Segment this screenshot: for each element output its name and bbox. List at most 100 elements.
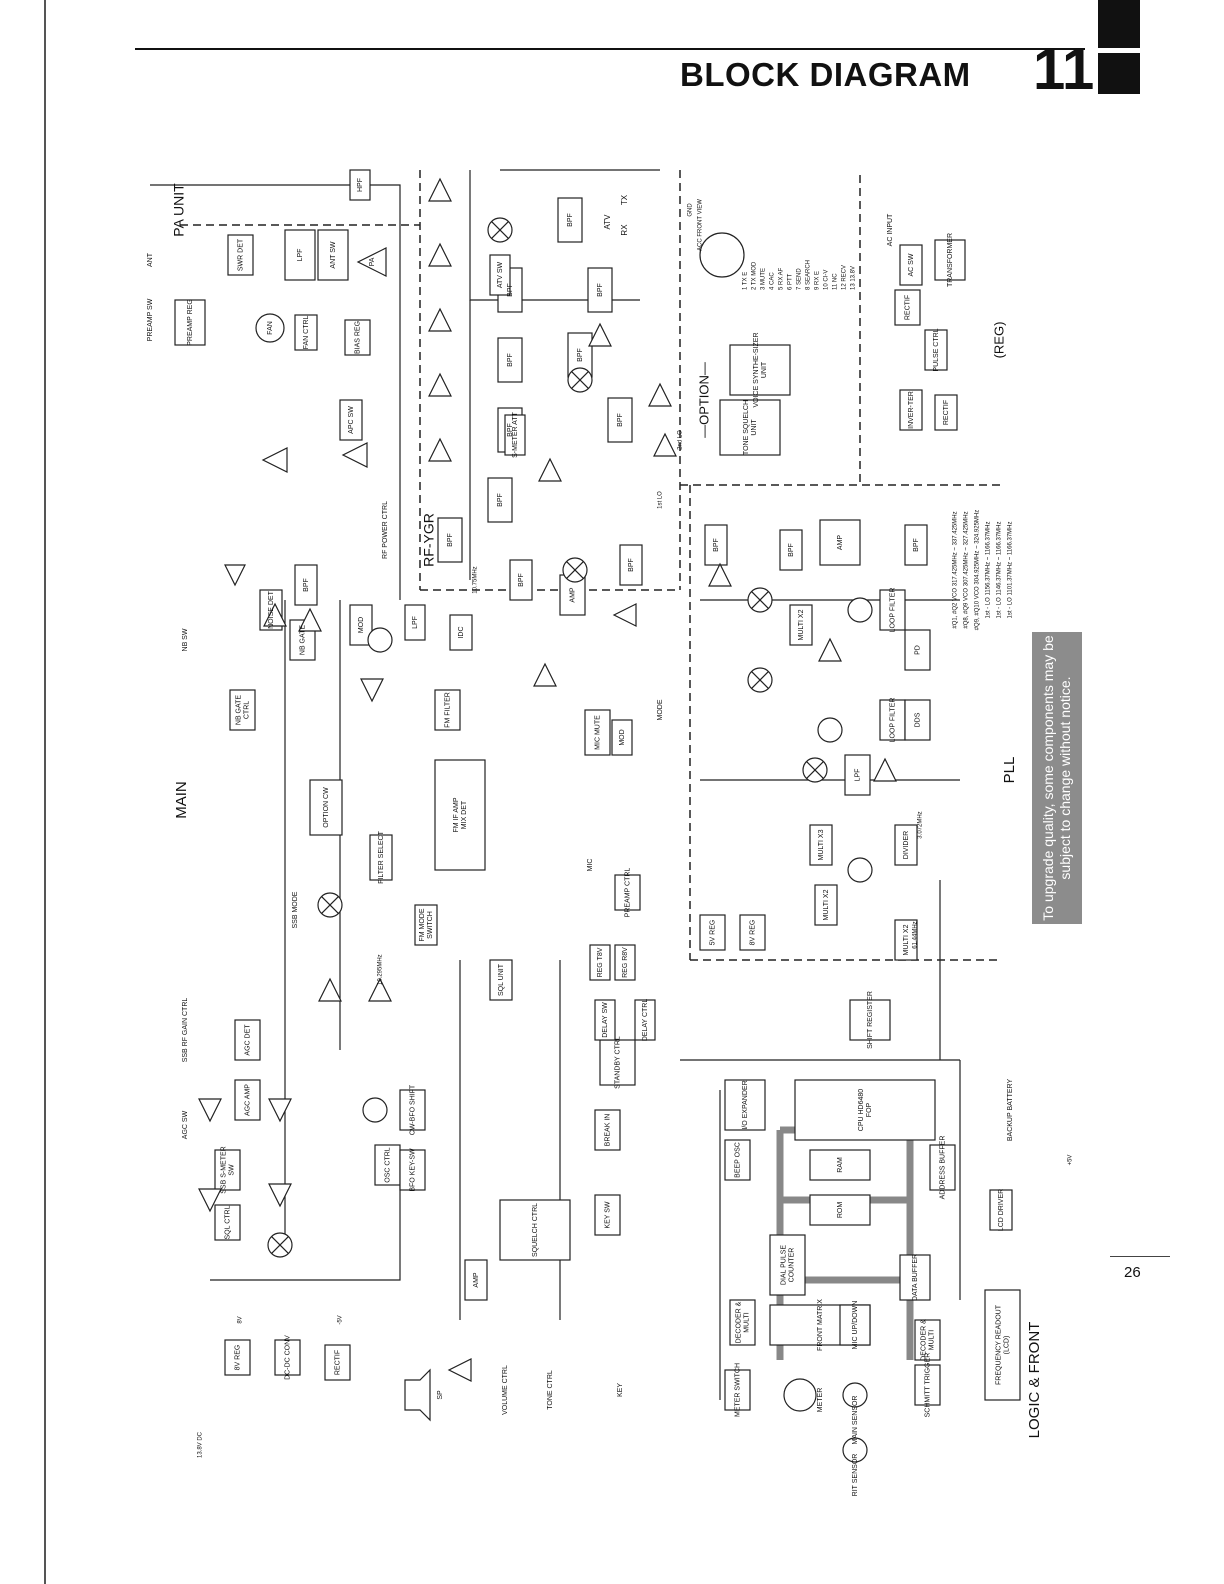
rom-block bbox=[809, 1194, 871, 1226]
io-expander-block-label: I/O EXPANDER bbox=[742, 1080, 749, 1129]
mic-mute-block-label: MIC MUTE bbox=[594, 715, 601, 750]
fan-ctrl-block-label: FAN CTRL bbox=[303, 315, 310, 349]
meter-switch-block bbox=[724, 1369, 751, 1411]
rf-amp-d bbox=[538, 457, 562, 482]
pd-block bbox=[904, 629, 931, 671]
delay-ctrl-block-label: DELAY CTRL bbox=[642, 999, 649, 1042]
shift-register-block-label: SHIFT REGISTER bbox=[867, 991, 874, 1049]
rf-tx-amp-3 bbox=[428, 372, 452, 397]
bias-reg-block-label: BIAS REG bbox=[354, 321, 361, 354]
freq-3072-label: 3.072MHz bbox=[918, 811, 924, 838]
sqls-amp-block-label: AMP bbox=[473, 1272, 480, 1288]
section-tab-gap bbox=[1098, 48, 1140, 53]
ram-block-label: RAM bbox=[837, 1157, 844, 1173]
sql-unit-block bbox=[489, 959, 513, 1001]
tone-squelch-block bbox=[719, 399, 781, 456]
preamp-ctrl-block-label: PREAMP CTRL bbox=[624, 868, 631, 918]
lcd-driver-block bbox=[989, 1189, 1013, 1231]
pll-table-row-1: #Q1, #Q2 VCO 317.425MHz ~ 337.425MHz bbox=[953, 511, 959, 628]
sqls-amp-block bbox=[464, 1259, 488, 1301]
divider-block bbox=[894, 824, 918, 866]
rf-bpf-2-label: BPF bbox=[507, 423, 514, 437]
reg-rectif-2-block-label: RECTIF bbox=[943, 400, 950, 425]
rf-bpf-3-label: BPF bbox=[507, 353, 514, 367]
fm-mode-switch-block-label: SWITCH bbox=[427, 911, 434, 939]
agc-amp-block-label: AGC AMP bbox=[244, 1084, 251, 1116]
nb-gate-block-label: NB GATE bbox=[299, 625, 306, 656]
pa-bus bbox=[150, 184, 401, 600]
mic-mod-block-label: MOD bbox=[619, 729, 626, 745]
pll-table-row-5: 1st - LO 1146.37MHz ~ 1166.37MHz bbox=[997, 522, 1003, 619]
rx-label: RX bbox=[620, 224, 629, 236]
pll-mixer-c-cross-b bbox=[806, 761, 824, 779]
reg-rectif-block-label: RECTIF bbox=[904, 295, 911, 320]
acc-pin-9: 9 RX E bbox=[815, 271, 821, 290]
pa-lpf-block bbox=[284, 229, 316, 281]
filter-select-block bbox=[369, 834, 393, 881]
osc-symbol bbox=[847, 857, 873, 883]
reg-5v-block bbox=[699, 914, 726, 951]
pll-bpf-a bbox=[704, 524, 728, 566]
backup-battery-label: BACKUP BATTERY bbox=[1007, 1079, 1014, 1142]
reg-r8v-block bbox=[614, 944, 636, 981]
unit-boundaries bbox=[180, 170, 1000, 961]
pll-bpf-c bbox=[904, 524, 928, 566]
standby-ctrl-block-label: STANDBY CTRL bbox=[614, 1036, 621, 1089]
cpu-block-label: CPU HD6480 bbox=[858, 1089, 865, 1132]
rf-bpf-1 bbox=[487, 477, 513, 523]
power-rectif-block-label: RECTIF bbox=[334, 1350, 341, 1375]
multi-x2-c-block-label: MULTI X2 bbox=[903, 924, 910, 955]
dc-13-8-label: 13.8V DC bbox=[198, 1431, 204, 1458]
io-expander-block bbox=[724, 1079, 766, 1131]
pll-lpf-block-label: LPF bbox=[854, 769, 861, 782]
main-mixer-cross-b bbox=[321, 896, 339, 914]
v-5-label: +5V bbox=[1068, 1155, 1074, 1166]
rf-mid-mixer-cross-b bbox=[571, 371, 589, 389]
rf-bpf-0 bbox=[437, 517, 463, 563]
freq-10-295-label: 10.295MHz bbox=[378, 954, 384, 985]
pll-amp-c bbox=[873, 757, 897, 782]
v-8-label: 8V bbox=[238, 1316, 244, 1323]
beep-osc-block-label: BEEP OSC bbox=[734, 1142, 741, 1178]
mode-label: MODE bbox=[657, 699, 664, 720]
decoder-block-label: DECODER & bbox=[735, 1301, 742, 1343]
beep-osc-block bbox=[724, 1139, 751, 1181]
rf-tx-amp-1 bbox=[428, 242, 452, 267]
ssb-det-mixer-cross-b bbox=[271, 1236, 289, 1254]
mod-block bbox=[349, 604, 373, 646]
sql-unit-block-label: SQL UNIT bbox=[498, 963, 505, 996]
dial-pulse-block-label: COUNTER bbox=[788, 1248, 795, 1283]
ssb-sw-block-label: SSB S-METER bbox=[220, 1146, 227, 1193]
section-logic-front: LOGIC & FRONT bbox=[1026, 1322, 1043, 1439]
if-bpf-block-2 bbox=[509, 559, 533, 601]
data-buffer-block-label: DATA BUFFER bbox=[912, 1254, 919, 1301]
v-neg5-label: -5V bbox=[338, 1315, 344, 1324]
fm-filter-block bbox=[434, 689, 461, 731]
rf-rx-mixer-cross-b bbox=[566, 561, 584, 579]
ssb-sw-block-label: SW bbox=[228, 1164, 235, 1176]
swr-det-block-label: SWR DET bbox=[237, 238, 244, 271]
dds-block-label: DDS bbox=[914, 712, 921, 727]
acc-pin-6: 6 PTT bbox=[788, 273, 794, 290]
multi-x3-block bbox=[809, 824, 833, 866]
fm-if-block-label: MIX DET bbox=[461, 800, 468, 829]
rf-bpf-rx-3 bbox=[607, 397, 633, 443]
option-cw-block-label: OPTION CW bbox=[323, 787, 330, 828]
key-sw-block-label: KEY SW bbox=[604, 1201, 611, 1228]
main-sensor-symbol bbox=[842, 1382, 868, 1408]
key-sw-block bbox=[594, 1194, 621, 1236]
data-buffer-block bbox=[899, 1254, 931, 1301]
if-buff-amp bbox=[268, 1098, 292, 1123]
mic-label: MIC bbox=[587, 859, 594, 872]
cpu-block bbox=[794, 1079, 936, 1141]
section-main: MAIN bbox=[173, 781, 190, 819]
reg-5v-block-label: 5V REG bbox=[709, 920, 716, 946]
multi-x2-block-label: MULTI X2 bbox=[798, 609, 805, 640]
rf-bpf-4-label: BPF bbox=[507, 283, 514, 297]
pll-table-row-3: #Q9, #Q10 VCO 304.925MHz ~ 324.925MHz bbox=[975, 510, 981, 631]
pll-bpf-b-label: BPF bbox=[788, 543, 795, 557]
page-title: BLOCK DIAGRAM bbox=[680, 56, 971, 93]
address-buffer-block bbox=[929, 1144, 956, 1191]
sql-ctrl-block bbox=[214, 1204, 241, 1241]
